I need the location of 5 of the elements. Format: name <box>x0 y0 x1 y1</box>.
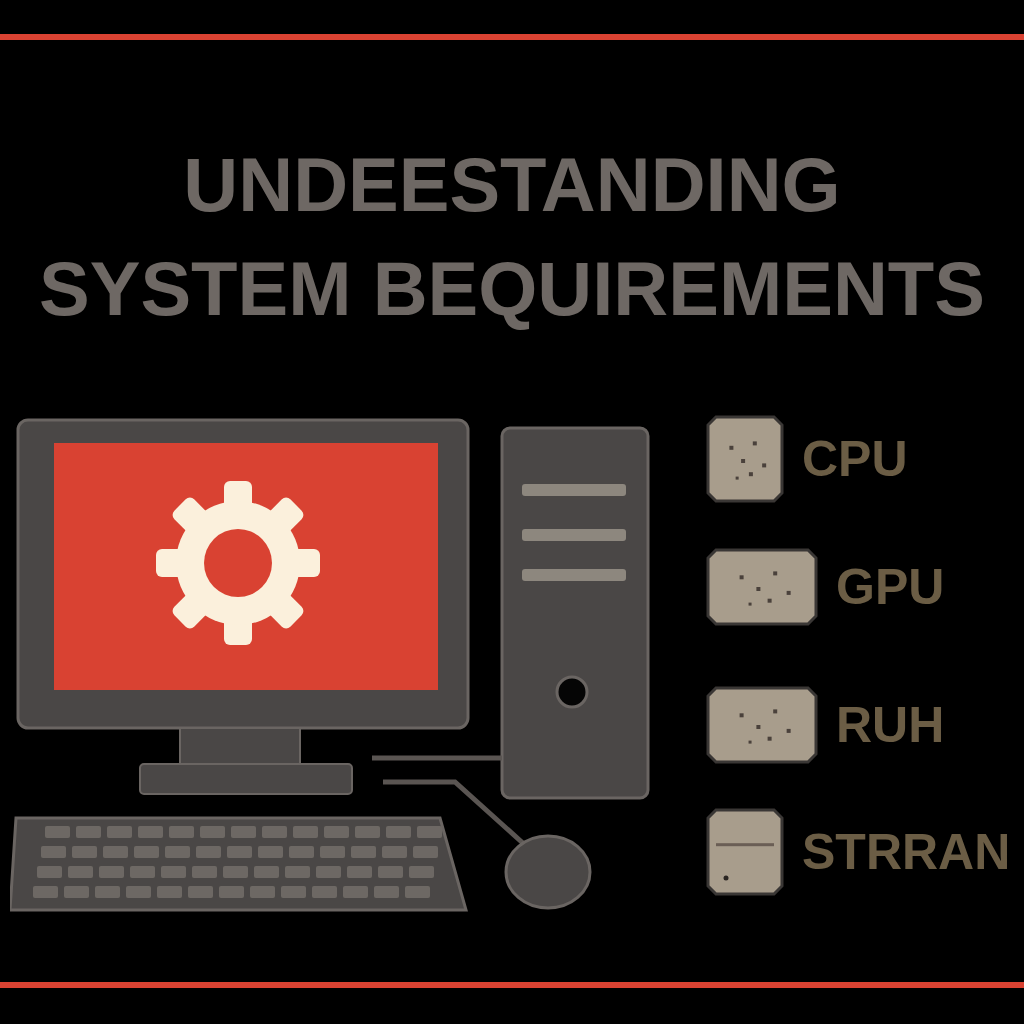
component-label: CPU <box>802 429 908 489</box>
component-label: STRRAN <box>802 822 1011 882</box>
title: UNDEESTANDING SYSTEM BEQUIREMENTS <box>38 141 986 333</box>
component-label: GPU <box>836 557 945 617</box>
component-label: RUH <box>836 695 945 755</box>
